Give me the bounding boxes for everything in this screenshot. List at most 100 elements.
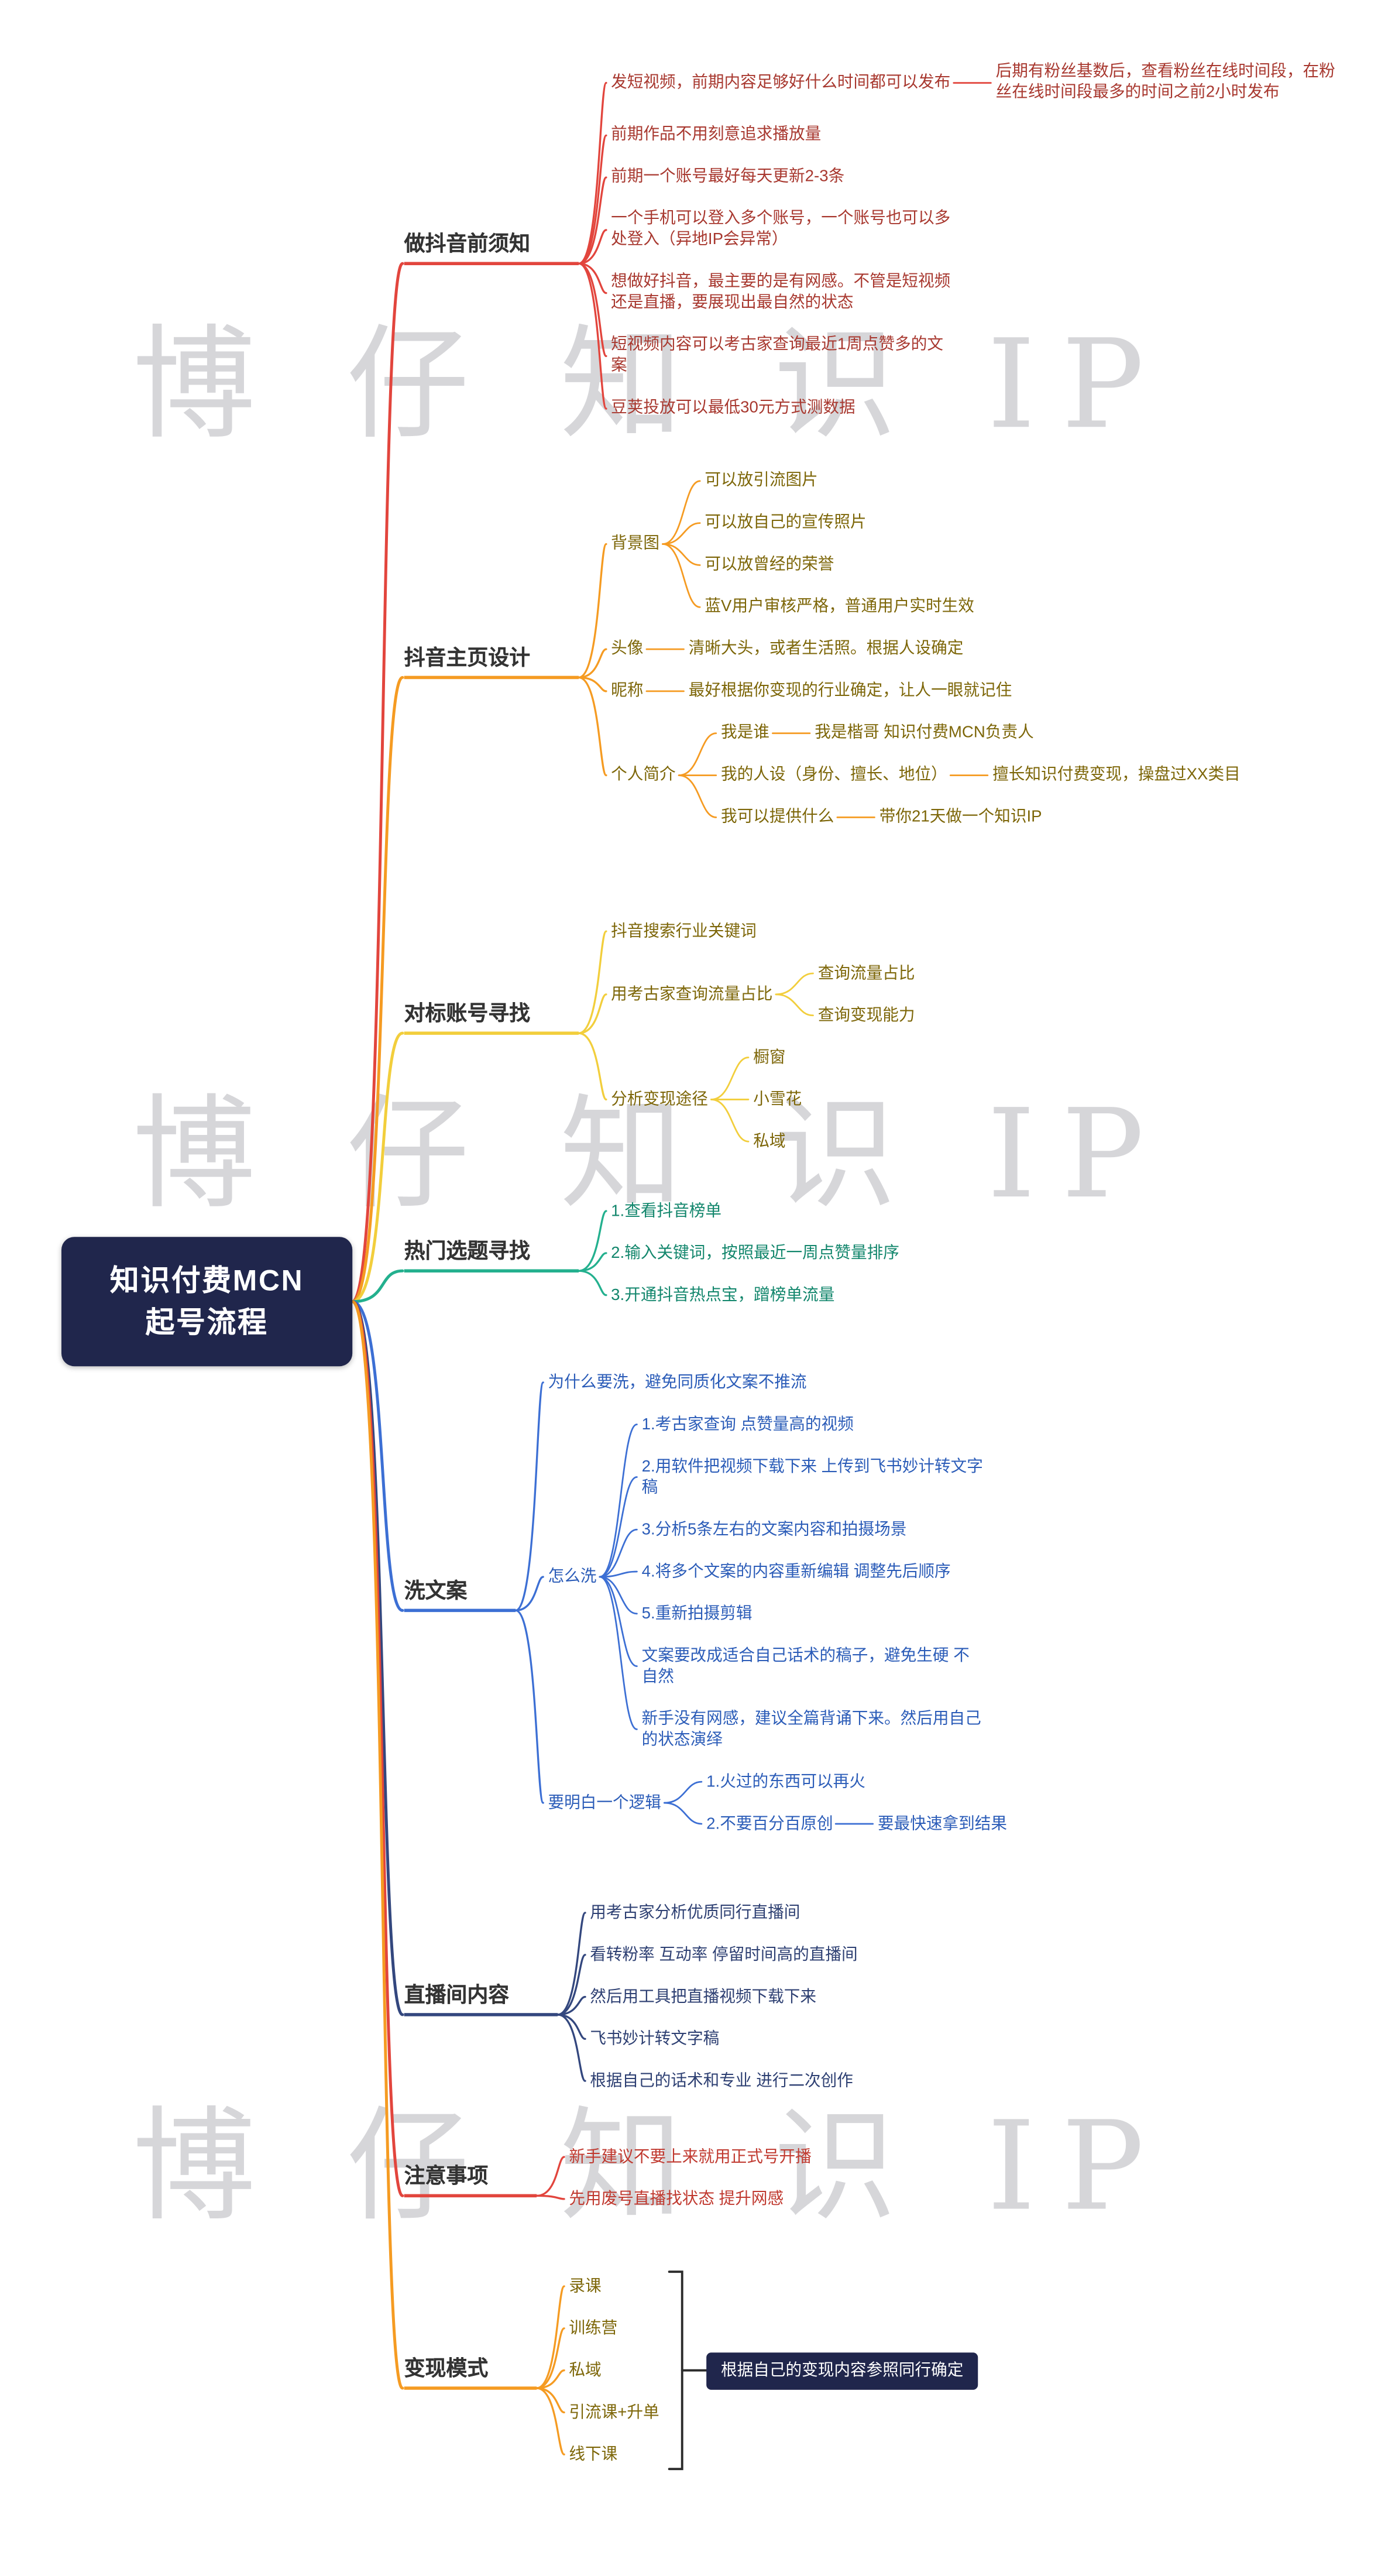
mind-node[interactable]: 文案要改成适合自己话术的稿子，避免生硬 不自然 xyxy=(641,1647,970,1686)
mind-node[interactable]: 我的人设（身份、擅长、地位） xyxy=(721,766,947,784)
mind-node[interactable]: 要最快速拿到结果 xyxy=(877,1814,1007,1833)
mind-node[interactable]: 为什么要洗，避免同质化文案不推流 xyxy=(548,1373,807,1392)
mind-node[interactable]: 清晰大头，或者生活照。根据人设确定 xyxy=(688,640,964,658)
mind-node[interactable]: 新手建议不要上来就用正式号开播 xyxy=(569,2148,812,2166)
mind-node[interactable]: 5.重新拍摄剪辑 xyxy=(641,1604,753,1623)
edge xyxy=(556,1995,586,2016)
edge xyxy=(351,1269,404,1304)
mind-node[interactable]: 先用废号直播找状态 提升网感 xyxy=(569,2190,784,2208)
edge xyxy=(775,993,814,1017)
mind-node[interactable]: 蓝V用户审核严格，普通用户实时生效 xyxy=(705,598,974,616)
edge xyxy=(535,2194,565,2200)
mind-node[interactable]: 后期有粉丝基数后，查看粉丝在线时间段，在粉丝在线时间段最多的时间之前2小时发布 xyxy=(995,63,1335,102)
mind-node[interactable]: 前期一个账号最好每天更新2-3条 xyxy=(611,168,845,187)
mind-node[interactable]: 怎么洗 xyxy=(548,1567,597,1586)
note-box[interactable]: 根据自己的变现内容参照同行确定 xyxy=(706,2351,978,2389)
edge xyxy=(578,930,607,1034)
mind-node[interactable]: 抖音搜索行业关键词 xyxy=(611,922,757,941)
edge xyxy=(514,1381,544,1612)
mind-node[interactable]: 橱窗 xyxy=(753,1048,786,1066)
branch-label[interactable]: 直播间内容 xyxy=(404,1977,558,2016)
mind-node[interactable]: 可以放引流图片 xyxy=(705,472,818,490)
mind-node[interactable]: 查询流量占比 xyxy=(817,964,915,983)
mind-node[interactable]: 我是楷哥 知识付费MCN负责人 xyxy=(815,724,1034,742)
edge xyxy=(599,1476,638,1578)
mind-node[interactable]: 最好根据你变现的行业确定，让人一眼就记住 xyxy=(688,682,1012,701)
mind-node[interactable]: 用考古家查询流量占比 xyxy=(611,985,773,1004)
mind-node[interactable]: 看转粉率 互动率 停留时间高的直播间 xyxy=(590,1946,858,1964)
mind-node[interactable]: 可以放曾经的荣誉 xyxy=(705,556,834,574)
mind-node[interactable]: 头像 xyxy=(611,640,644,658)
mind-node[interactable]: 短视频内容可以考古家查询最近1周点赞多的文案 xyxy=(611,337,944,376)
edge xyxy=(599,1576,638,1615)
mind-node[interactable]: 4.将多个文案的内容重新编辑 调整先后顺序 xyxy=(641,1562,951,1581)
mind-node[interactable]: 我可以提供什么 xyxy=(721,808,834,826)
edge xyxy=(599,1570,638,1578)
mind-node[interactable]: 1.考古家查询 点赞量高的视频 xyxy=(641,1415,854,1433)
branch-label[interactable]: 注意事项 xyxy=(404,2159,537,2198)
mind-node[interactable]: 线下课 xyxy=(569,2445,618,2464)
edge xyxy=(578,262,607,294)
branch-label[interactable]: 做抖音前须知 xyxy=(404,227,579,266)
edge xyxy=(535,2285,565,2389)
mind-node[interactable]: 一个手机可以登入多个账号，一个账号也可以多处登入（异地IP会异常） xyxy=(611,210,951,250)
mind-node[interactable]: 3.开通抖音热点宝，蹭榜单流量 xyxy=(611,1286,835,1304)
mind-node[interactable]: 然后用工具把直播视频下载下来 xyxy=(590,1988,817,2006)
branch-label[interactable]: 热门选题寻找 xyxy=(404,1234,579,1273)
branch-label[interactable]: 对标账号寻找 xyxy=(404,996,579,1035)
edge xyxy=(556,2014,586,2082)
edge xyxy=(599,1424,638,1578)
edge xyxy=(578,176,607,265)
mind-node[interactable]: 2.不要百分百原创 xyxy=(706,1814,833,1833)
mind-node[interactable]: 可以放自己的宣传照片 xyxy=(705,514,867,532)
edge xyxy=(578,676,607,777)
mind-node[interactable]: 带你21天做一个知识IP xyxy=(879,808,1042,826)
edge xyxy=(351,1031,404,1304)
watermark-text: 博 仔 知 识 IP xyxy=(132,1082,1170,1226)
mind-node[interactable]: 我是谁 xyxy=(721,724,769,742)
edge xyxy=(535,2387,565,2414)
mind-node[interactable]: 查询变现能力 xyxy=(817,1006,915,1024)
edge xyxy=(662,543,701,566)
watermark-text: 博 仔 知 识 IP xyxy=(132,312,1170,456)
mind-node[interactable]: 飞书妙计转文字稿 xyxy=(590,2030,720,2048)
mind-node[interactable]: 小雪花 xyxy=(753,1090,802,1109)
mind-node[interactable]: 新手没有网感，建议全篇背诵下来。然后用自己的状态演绎 xyxy=(641,1710,981,1749)
mind-node[interactable]: 录课 xyxy=(569,2277,602,2296)
mind-node[interactable]: 豆荚投放可以最低30元方式测数据 xyxy=(611,400,855,418)
mind-node[interactable]: 发短视频，前期内容足够好什么时间都可以发布 xyxy=(611,74,951,92)
branch-label[interactable]: 洗文案 xyxy=(404,1573,516,1613)
mind-node[interactable]: 根据自己的话术和专业 进行二次创作 xyxy=(590,2072,853,2090)
mind-node[interactable]: 3.分析5条左右的文案内容和拍摄场景 xyxy=(641,1521,907,1539)
mind-node[interactable]: 个人简介 xyxy=(611,766,676,784)
edge xyxy=(351,262,404,1304)
root-node[interactable]: 知识付费MCN 起号流程 xyxy=(61,1237,353,1367)
mind-node[interactable]: 用考古家分析优质同行直播间 xyxy=(590,1903,800,1922)
edge xyxy=(535,2387,565,2455)
mind-node[interactable]: 1.查看抖音榜单 xyxy=(611,1202,721,1220)
mind-node[interactable]: 分析变现途径 xyxy=(611,1090,708,1109)
mind-node[interactable]: 私域 xyxy=(569,2361,602,2379)
mind-node[interactable]: 1.火过的东西可以再火 xyxy=(706,1772,865,1791)
mind-node[interactable]: 2.用软件把视频下载下来 上传到飞书妙计转文字稿 xyxy=(641,1457,983,1497)
edge xyxy=(556,1954,586,2016)
mind-node[interactable]: 背景图 xyxy=(611,535,660,553)
mind-node[interactable]: 昵称 xyxy=(611,682,644,701)
branch-label[interactable]: 变现模式 xyxy=(404,2351,537,2390)
mind-node[interactable]: 想做好抖音，最主要的是有网感。不管是短视频还是直播，要展现出最自然的状态 xyxy=(611,273,951,313)
mind-node[interactable]: 引流课+升单 xyxy=(569,2403,659,2421)
edge xyxy=(663,1802,703,1825)
branch-label[interactable]: 抖音主页设计 xyxy=(404,640,579,680)
mind-node[interactable]: 擅长知识付费变现，操盘过XX类目 xyxy=(992,766,1241,784)
edge xyxy=(662,543,701,608)
mind-node[interactable]: 2.输入关键词，按照最近一周点赞量排序 xyxy=(611,1244,899,1263)
mind-node[interactable]: 私域 xyxy=(753,1133,786,1151)
mind-node[interactable]: 训练营 xyxy=(569,2319,618,2338)
edge xyxy=(775,972,814,996)
root-title-line1: 知识付费MCN xyxy=(109,1264,304,1297)
mind-node[interactable]: 前期作品不用刻意追求播放量 xyxy=(611,126,822,145)
mind-node[interactable]: 要明白一个逻辑 xyxy=(548,1793,661,1812)
